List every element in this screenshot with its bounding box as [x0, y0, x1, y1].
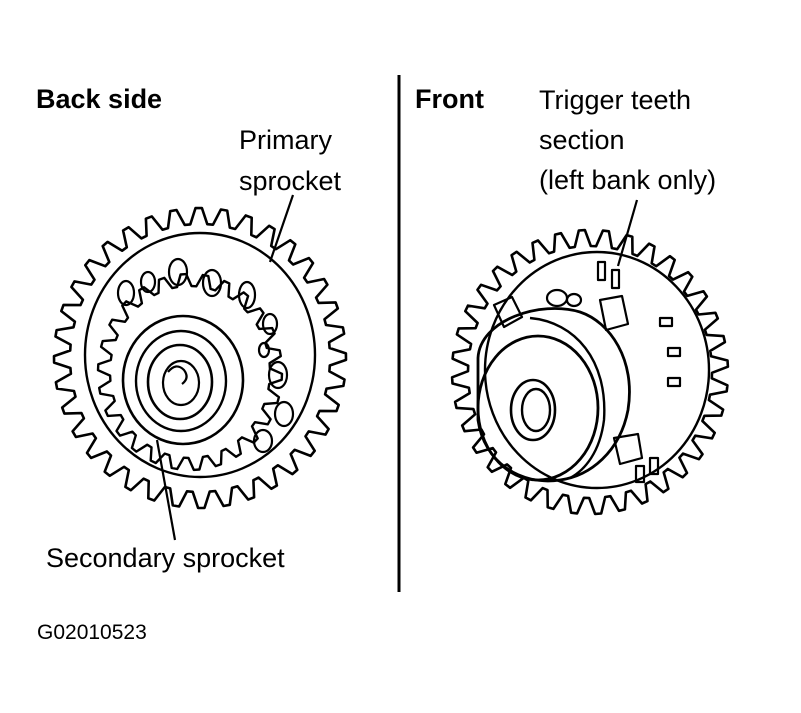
primary-sprocket-label-1: Primary — [239, 125, 332, 155]
primary-sprocket-teeth — [52, 206, 348, 510]
trigger-teeth-label-2: section — [539, 125, 625, 155]
primary-sprocket-label-2: sprocket — [239, 166, 342, 196]
secondary-sprocket-teeth — [96, 272, 284, 472]
secondary-sprocket-label: Secondary sprocket — [46, 543, 285, 573]
back-sprocket-assembly — [52, 206, 348, 510]
plate-windows — [492, 288, 644, 466]
trigger-teeth-label-3: (left bank only) — [539, 165, 717, 195]
hub-dowel — [167, 365, 188, 385]
primary-leader-line — [268, 194, 295, 263]
trigger-leader-line — [616, 199, 639, 267]
primary-sprocket-ring — [83, 231, 317, 479]
back-side-heading: Back side — [36, 84, 163, 114]
hub-inner — [146, 343, 214, 421]
front-sprocket-assembly — [450, 228, 730, 516]
front-plate-ring — [483, 250, 711, 490]
trigger-teeth-label-1: Trigger teeth — [539, 85, 692, 115]
front-hub-cylinder — [476, 307, 631, 483]
front-hub-bore-inner — [520, 387, 552, 433]
hub-outer — [121, 314, 245, 446]
front-sprocket-teeth — [450, 228, 730, 516]
secondary-leader-line — [155, 439, 177, 541]
front-hub-face — [476, 334, 600, 482]
front-hub-bore-outer — [509, 378, 557, 442]
front-heading: Front — [415, 84, 484, 114]
hub-bore — [161, 359, 201, 407]
trigger-teeth — [596, 260, 682, 484]
figure-code: G02010523 — [37, 621, 147, 644]
hub-mid — [134, 329, 228, 433]
front-hub-rim — [529, 316, 606, 480]
